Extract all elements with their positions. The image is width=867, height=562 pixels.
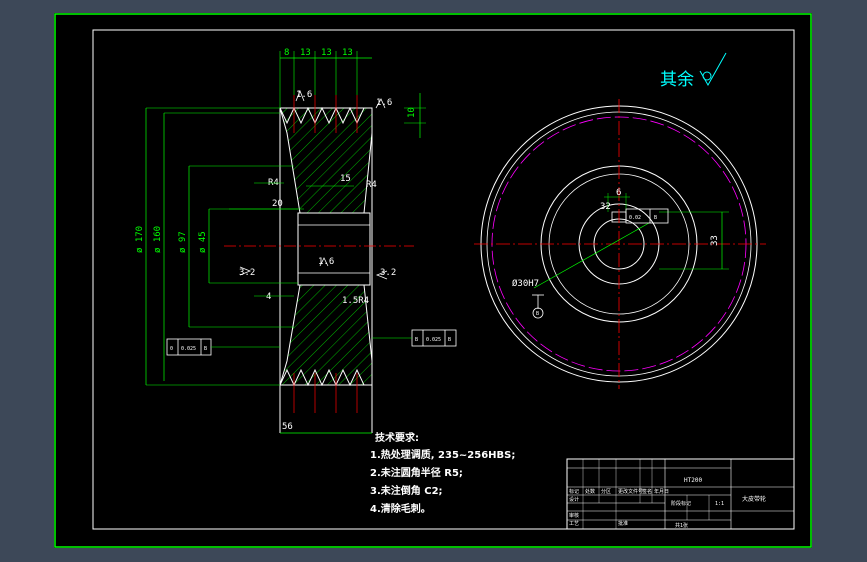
tb-h4: 签名 xyxy=(642,488,652,495)
tb-r0: 设计 xyxy=(569,496,579,503)
dim-d170: ø 170 xyxy=(135,226,145,253)
tb-h1: 处数 xyxy=(585,488,595,495)
dim-56: 56 xyxy=(282,422,293,432)
tol-right-2: B xyxy=(448,337,451,343)
tol-left-1: 0.025 xyxy=(181,346,196,352)
tol-left-0: 0 xyxy=(170,346,173,352)
roughness-top: 1.6 xyxy=(376,98,392,108)
tb-scale: 1:1 xyxy=(715,501,724,507)
inner-border xyxy=(92,29,795,530)
dim-d45: ø 45 xyxy=(198,231,208,253)
key-label: 32 xyxy=(600,202,611,212)
key-height: 33 xyxy=(710,235,720,246)
tb-h3: 更改文件号 xyxy=(618,488,643,495)
outer-border xyxy=(54,13,812,548)
tol-right-1: 0.025 xyxy=(426,337,441,343)
roughness-bore: 1.6 xyxy=(318,257,334,267)
front-frame-0: 0.02 xyxy=(629,215,641,221)
tol-right-0: B xyxy=(415,337,418,343)
tb-part-name: 大皮带轮 xyxy=(742,495,766,503)
dim-d160: ø 160 xyxy=(153,226,163,253)
front-view: Ø30H7 6 32 33 0.02 B B xyxy=(474,99,766,389)
dim-10: 10 xyxy=(407,107,417,118)
tb-material: HT200 xyxy=(684,477,702,484)
note-line-3: 3.未注倒角 C2; xyxy=(370,484,443,497)
section-view: 8 13 13 13 ø 170 ø 160 ø 97 ø 45 10 1.6 … xyxy=(135,48,457,434)
dim-d97: ø 97 xyxy=(178,231,188,253)
datum-b: B xyxy=(536,311,539,317)
note-line-2: 2.未注圆角半径 R5; xyxy=(370,466,463,479)
bore-dim: Ø30H7 xyxy=(512,278,539,289)
dim-top-13a: 13 xyxy=(300,48,311,58)
tb-stage: 阶段标记 xyxy=(671,500,691,507)
dim-top-8: 8 xyxy=(284,48,289,58)
tb-h0: 标记 xyxy=(569,488,579,495)
dim-top-13b: 13 xyxy=(321,48,332,58)
key-width: 6 xyxy=(616,188,621,198)
tb-h2: 分区 xyxy=(601,488,611,495)
surface-mark-label: 其余 xyxy=(660,70,694,90)
tb-sheet: 共1张 xyxy=(675,522,688,529)
tb-r3: 批准 xyxy=(618,520,628,527)
tb-r2: 工艺 xyxy=(569,521,579,527)
note-line-4: 4.清除毛刺。 xyxy=(370,502,431,515)
label-15: 15 xyxy=(340,174,351,184)
tol-left-2: B xyxy=(204,346,207,352)
tb-h5: 年月日 xyxy=(654,488,669,495)
cad-drawing: 8 13 13 13 ø 170 ø 160 ø 97 ø 45 10 1.6 … xyxy=(54,13,812,548)
dim-top-13c: 13 xyxy=(342,48,353,58)
drawing-sheet: 8 13 13 13 ø 170 ø 160 ø 97 ø 45 10 1.6 … xyxy=(54,13,812,548)
label-20: 20 xyxy=(272,199,283,209)
label-4: 4 xyxy=(266,292,271,302)
notes-title: 技术要求: xyxy=(375,431,419,444)
tech-notes: 技术要求: 1.热处理调质, 235~256HBS; 2.未注圆角半径 R5; … xyxy=(370,431,515,515)
title-block: 标记 处数 分区 更改文件号 签名 年月日 设计 审核 工艺 批准 HT200 … xyxy=(566,458,795,530)
note-line-1: 1.热处理调质, 235~256HBS; xyxy=(370,448,515,461)
front-frame-1: B xyxy=(654,215,657,221)
roughness-right: 3.2 xyxy=(380,268,396,278)
roughness-left: 3.2 xyxy=(239,268,255,278)
tb-r1: 审核 xyxy=(569,512,579,519)
label-154: 1.5R4 xyxy=(342,296,369,306)
roughness-groove: 1.6 xyxy=(296,90,312,100)
label-r64: R4 xyxy=(366,180,377,190)
